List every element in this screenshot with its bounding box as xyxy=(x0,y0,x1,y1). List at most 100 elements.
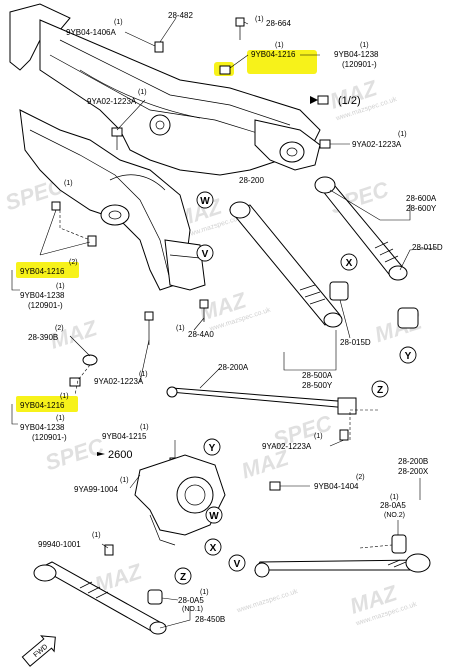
qty-9yb04-1404: (2) xyxy=(356,474,365,481)
bolt-28-4a0-head xyxy=(199,299,209,309)
label-9ya02-1223a-a: 9YA02-1223A xyxy=(87,97,137,106)
qty-9ya02-d: (1) xyxy=(314,433,323,440)
callout-v-1-text: V xyxy=(202,249,209,260)
washer-28-390b xyxy=(82,354,98,366)
highlight-low xyxy=(16,396,78,412)
subframe-upper-member xyxy=(39,19,321,176)
label-120901-low: (120901-) xyxy=(32,433,67,442)
qty-mid-nut-1: (1) xyxy=(64,180,73,187)
label-28-4a0: 28-4A0 xyxy=(188,330,214,339)
leader-28-500a xyxy=(283,330,337,371)
subframe-crossmember xyxy=(9,3,321,291)
callout-x-1 xyxy=(340,253,358,271)
label-9yb04-1238-top: 9YB04-1238 xyxy=(334,50,379,59)
nut-9yb04-1404 xyxy=(269,481,281,491)
leader-99940 xyxy=(101,543,109,549)
bolt-28-664-head xyxy=(235,17,245,27)
nut-28-482 xyxy=(154,41,164,53)
callout-y-1 xyxy=(399,346,417,364)
bolt-9ya02-1223a-a xyxy=(111,127,123,137)
label-28-600a: 28-600A xyxy=(406,194,437,203)
bushing-28-0a5-no2 xyxy=(391,534,407,554)
leader-9ya99 xyxy=(129,474,141,489)
arm-28-500a-outer-bush xyxy=(323,312,343,328)
label-9yb04-1216-low: 9YB04-1216 xyxy=(20,401,65,410)
qty-9ya02-c: (1) xyxy=(139,371,148,378)
subframe-lower-bracket xyxy=(164,239,206,291)
subframe-side-member xyxy=(19,109,191,291)
arm-28-500a xyxy=(229,201,349,328)
label-9ya02-1223a-b: 9YA02-1223A xyxy=(352,140,402,149)
highlight-mid xyxy=(16,262,79,278)
nut-9yb04-1216-mid-2 xyxy=(87,235,97,247)
clip-1-2 xyxy=(317,95,329,105)
callout-y-1-text: Y xyxy=(405,351,412,362)
knuckle xyxy=(134,454,226,546)
label-28-390b: 28-390B xyxy=(28,333,58,342)
label-28-200: 28-200 xyxy=(239,176,264,185)
subframe-right-bushing-core xyxy=(286,147,298,157)
label-9yb04-1238-low: 9YB04-1238 xyxy=(20,423,65,432)
leader-mid-nuts xyxy=(39,209,91,256)
leader-dash-low xyxy=(74,364,91,396)
qty-99940: (1) xyxy=(92,532,101,539)
label-28-200x: 28-200X xyxy=(398,467,429,476)
callout-x-2 xyxy=(204,538,222,556)
link-28-200b-outer-bush xyxy=(405,553,431,573)
knuckle-hub-bore-inner xyxy=(184,484,206,506)
qty-low-hl: (1) xyxy=(60,393,69,400)
label-28-450b: 28-450B xyxy=(195,615,225,624)
label-28-600y: 28-600Y xyxy=(406,204,437,213)
subframe-lower-bracket-edge xyxy=(169,254,201,259)
bushing-28-015d-right xyxy=(397,307,419,329)
callout-v-2-text: V xyxy=(234,559,241,570)
leader-9ya02-a xyxy=(116,99,146,131)
bolt-9ya02-1223a-d xyxy=(339,429,349,441)
callout-w-2-text: W xyxy=(209,511,219,522)
leader-28-0a5-no1 xyxy=(159,597,191,629)
highlight-top xyxy=(247,50,317,74)
leader-low-bracket xyxy=(11,404,18,425)
leader-9yb04-1406a xyxy=(124,31,156,47)
label-no2: (NO.2) xyxy=(384,512,405,519)
arm-28-450b-thread xyxy=(79,581,109,599)
label-28-482: 28-482 xyxy=(168,11,193,20)
label-28-200a: 28-200A xyxy=(218,363,249,372)
subframe-side-edge xyxy=(29,129,171,281)
bolt-top-hl xyxy=(219,65,231,75)
fwd-arrow-shape xyxy=(21,635,56,667)
qty-9ya99: (1) xyxy=(120,477,129,484)
arrow-2600 xyxy=(97,452,105,456)
callout-y-2 xyxy=(203,438,221,456)
arm-28-450b-front-bush xyxy=(33,564,57,582)
label-28-500y: 28-500Y xyxy=(302,381,333,390)
label-28-015d-r: 28-015D xyxy=(412,243,443,252)
qty-top-hl: (1) xyxy=(275,42,284,49)
subframe-right-bushing xyxy=(279,141,305,163)
link-28-200a-outer-bracket xyxy=(337,397,357,415)
qty-28-390b: (2) xyxy=(55,325,64,332)
callouts: W V X Y Z Y W X V Z xyxy=(174,191,417,585)
knuckle-lower-arm xyxy=(149,514,176,546)
qty-9yb04-1238-top: (1) xyxy=(360,42,369,49)
callout-z-2-text: Z xyxy=(180,572,186,583)
label-9yb04-1216-mid: 9YB04-1216 xyxy=(20,267,65,276)
watermark-11: MAZ www.mazspec.co.uk xyxy=(347,580,418,628)
knuckle-hub-bore xyxy=(176,476,214,514)
callout-v-1 xyxy=(196,244,214,262)
watermark-site-13: www.mazspec.co.uk xyxy=(235,588,299,615)
leader-lines xyxy=(11,17,436,629)
qty-9ya02-b: (1) xyxy=(398,131,407,138)
label-28-0a5-b: 28-0A5 xyxy=(178,596,204,605)
label-9ya02-1223a-c: 9YA02-1223A xyxy=(94,377,144,386)
leader-9yb04-1216-top xyxy=(229,54,249,69)
callout-x-1-text: X xyxy=(346,258,353,269)
callout-x-2-text: X xyxy=(210,543,217,554)
qty-28-4a0: (1) xyxy=(176,325,185,332)
qty-28-0a5-b: (1) xyxy=(200,589,209,596)
link-28-200a-body xyxy=(169,387,351,409)
nut-9yb04-1216-mid-1 xyxy=(51,201,61,211)
label-2600: 2600 xyxy=(108,449,132,461)
fwd-arrow: FWD xyxy=(21,635,56,667)
